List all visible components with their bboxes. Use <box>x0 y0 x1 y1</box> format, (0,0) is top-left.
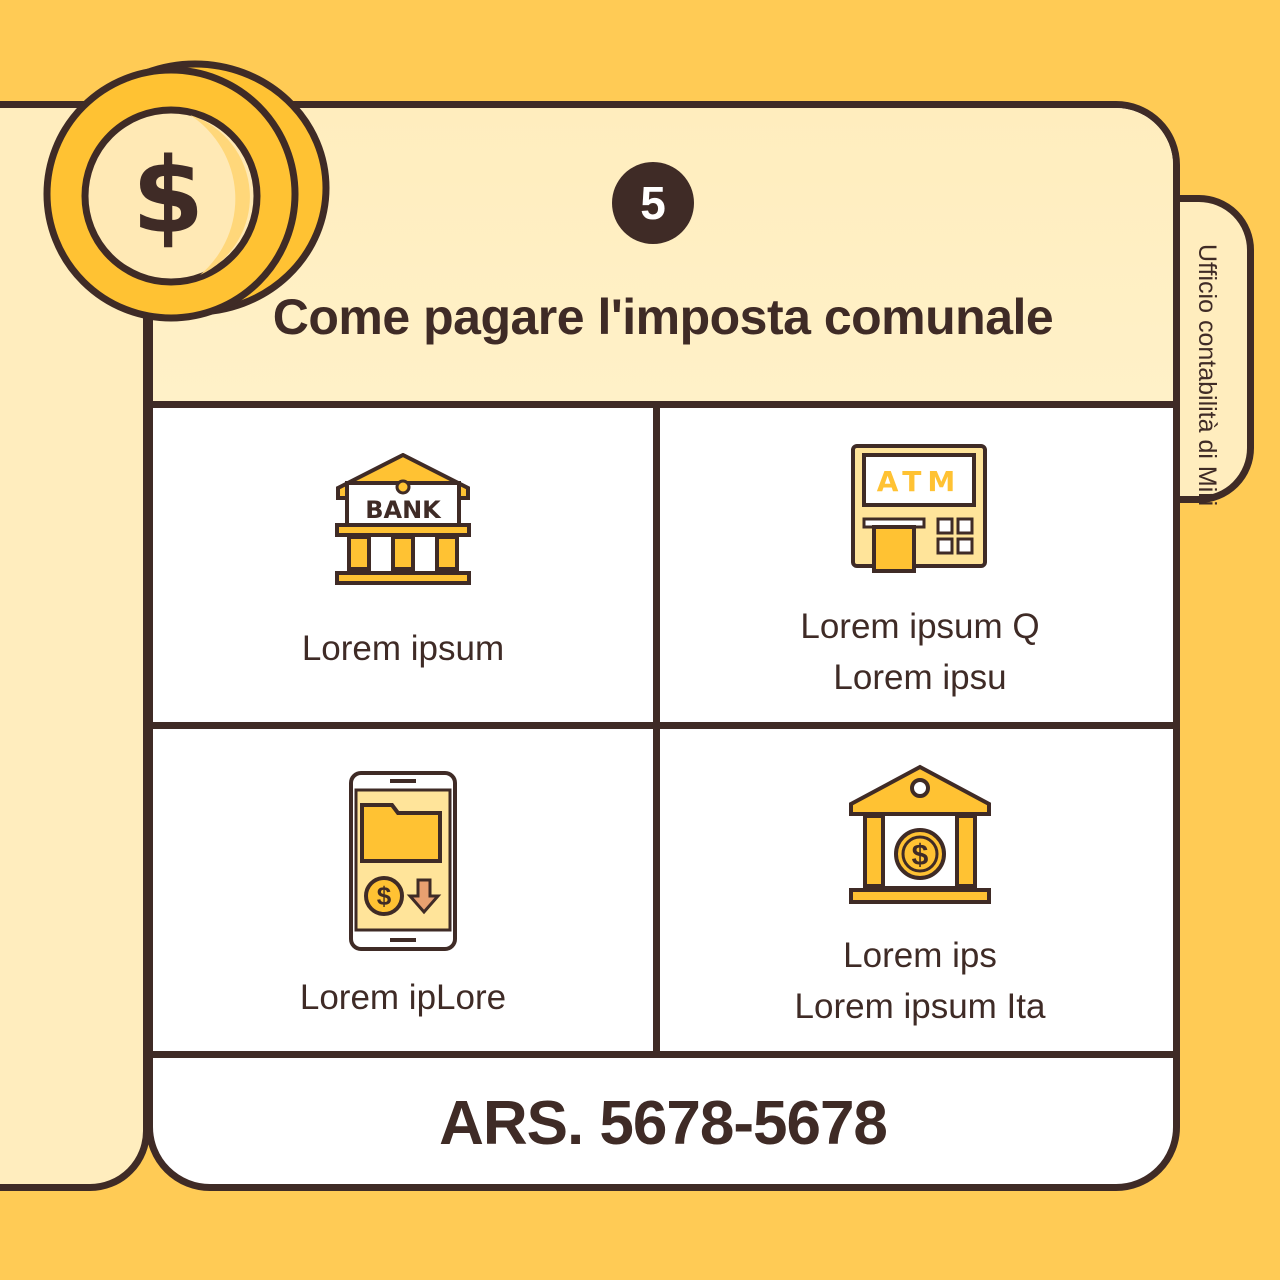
svg-text:ATM: ATM <box>877 465 961 498</box>
divider <box>653 408 660 1058</box>
method-label: Lorem ipLore <box>299 978 507 1017</box>
main-card: 5 Come pagare l'imposta comunale BANK Lo… <box>146 101 1180 1191</box>
method-atm: ATM Lorem ipsum Q Lorem ipsu <box>660 443 1173 703</box>
method-label: Lorem ipsu <box>833 658 1007 697</box>
divider <box>153 722 1173 729</box>
svg-text:$: $ <box>132 135 204 257</box>
method-label: Lorem ipsum <box>301 629 505 668</box>
method-treasury: $ Lorem ips Lorem ipsum Ita <box>660 764 1173 1032</box>
side-tab-label: Ufficio contabilità di Miri <box>1193 244 1221 507</box>
treasury-building-icon: $ <box>849 764 991 904</box>
page-title: Come pagare l'imposta comunale <box>272 289 1054 345</box>
mobile-payment-icon: $ <box>349 771 457 951</box>
method-mobile: $ Lorem ipLore <box>153 770 653 1023</box>
method-label: Lorem ips <box>843 936 997 975</box>
phone-number: ARS. 5678-5678 <box>439 1088 888 1158</box>
step-number-badge: 5 <box>612 162 694 244</box>
bank-icon: BANK <box>335 453 471 585</box>
method-label: Lorem ipsum Q <box>800 607 1040 646</box>
divider <box>153 1051 1173 1058</box>
svg-text:$: $ <box>912 839 929 872</box>
coin-icon: $ <box>43 60 330 322</box>
atm-icon: ATM <box>851 444 987 573</box>
svg-text:BANK: BANK <box>365 496 442 524</box>
svg-text:$: $ <box>377 881 392 911</box>
method-bank: BANK Lorem ipsum <box>153 453 653 674</box>
method-label: Lorem ipsum Ita <box>794 987 1046 1026</box>
